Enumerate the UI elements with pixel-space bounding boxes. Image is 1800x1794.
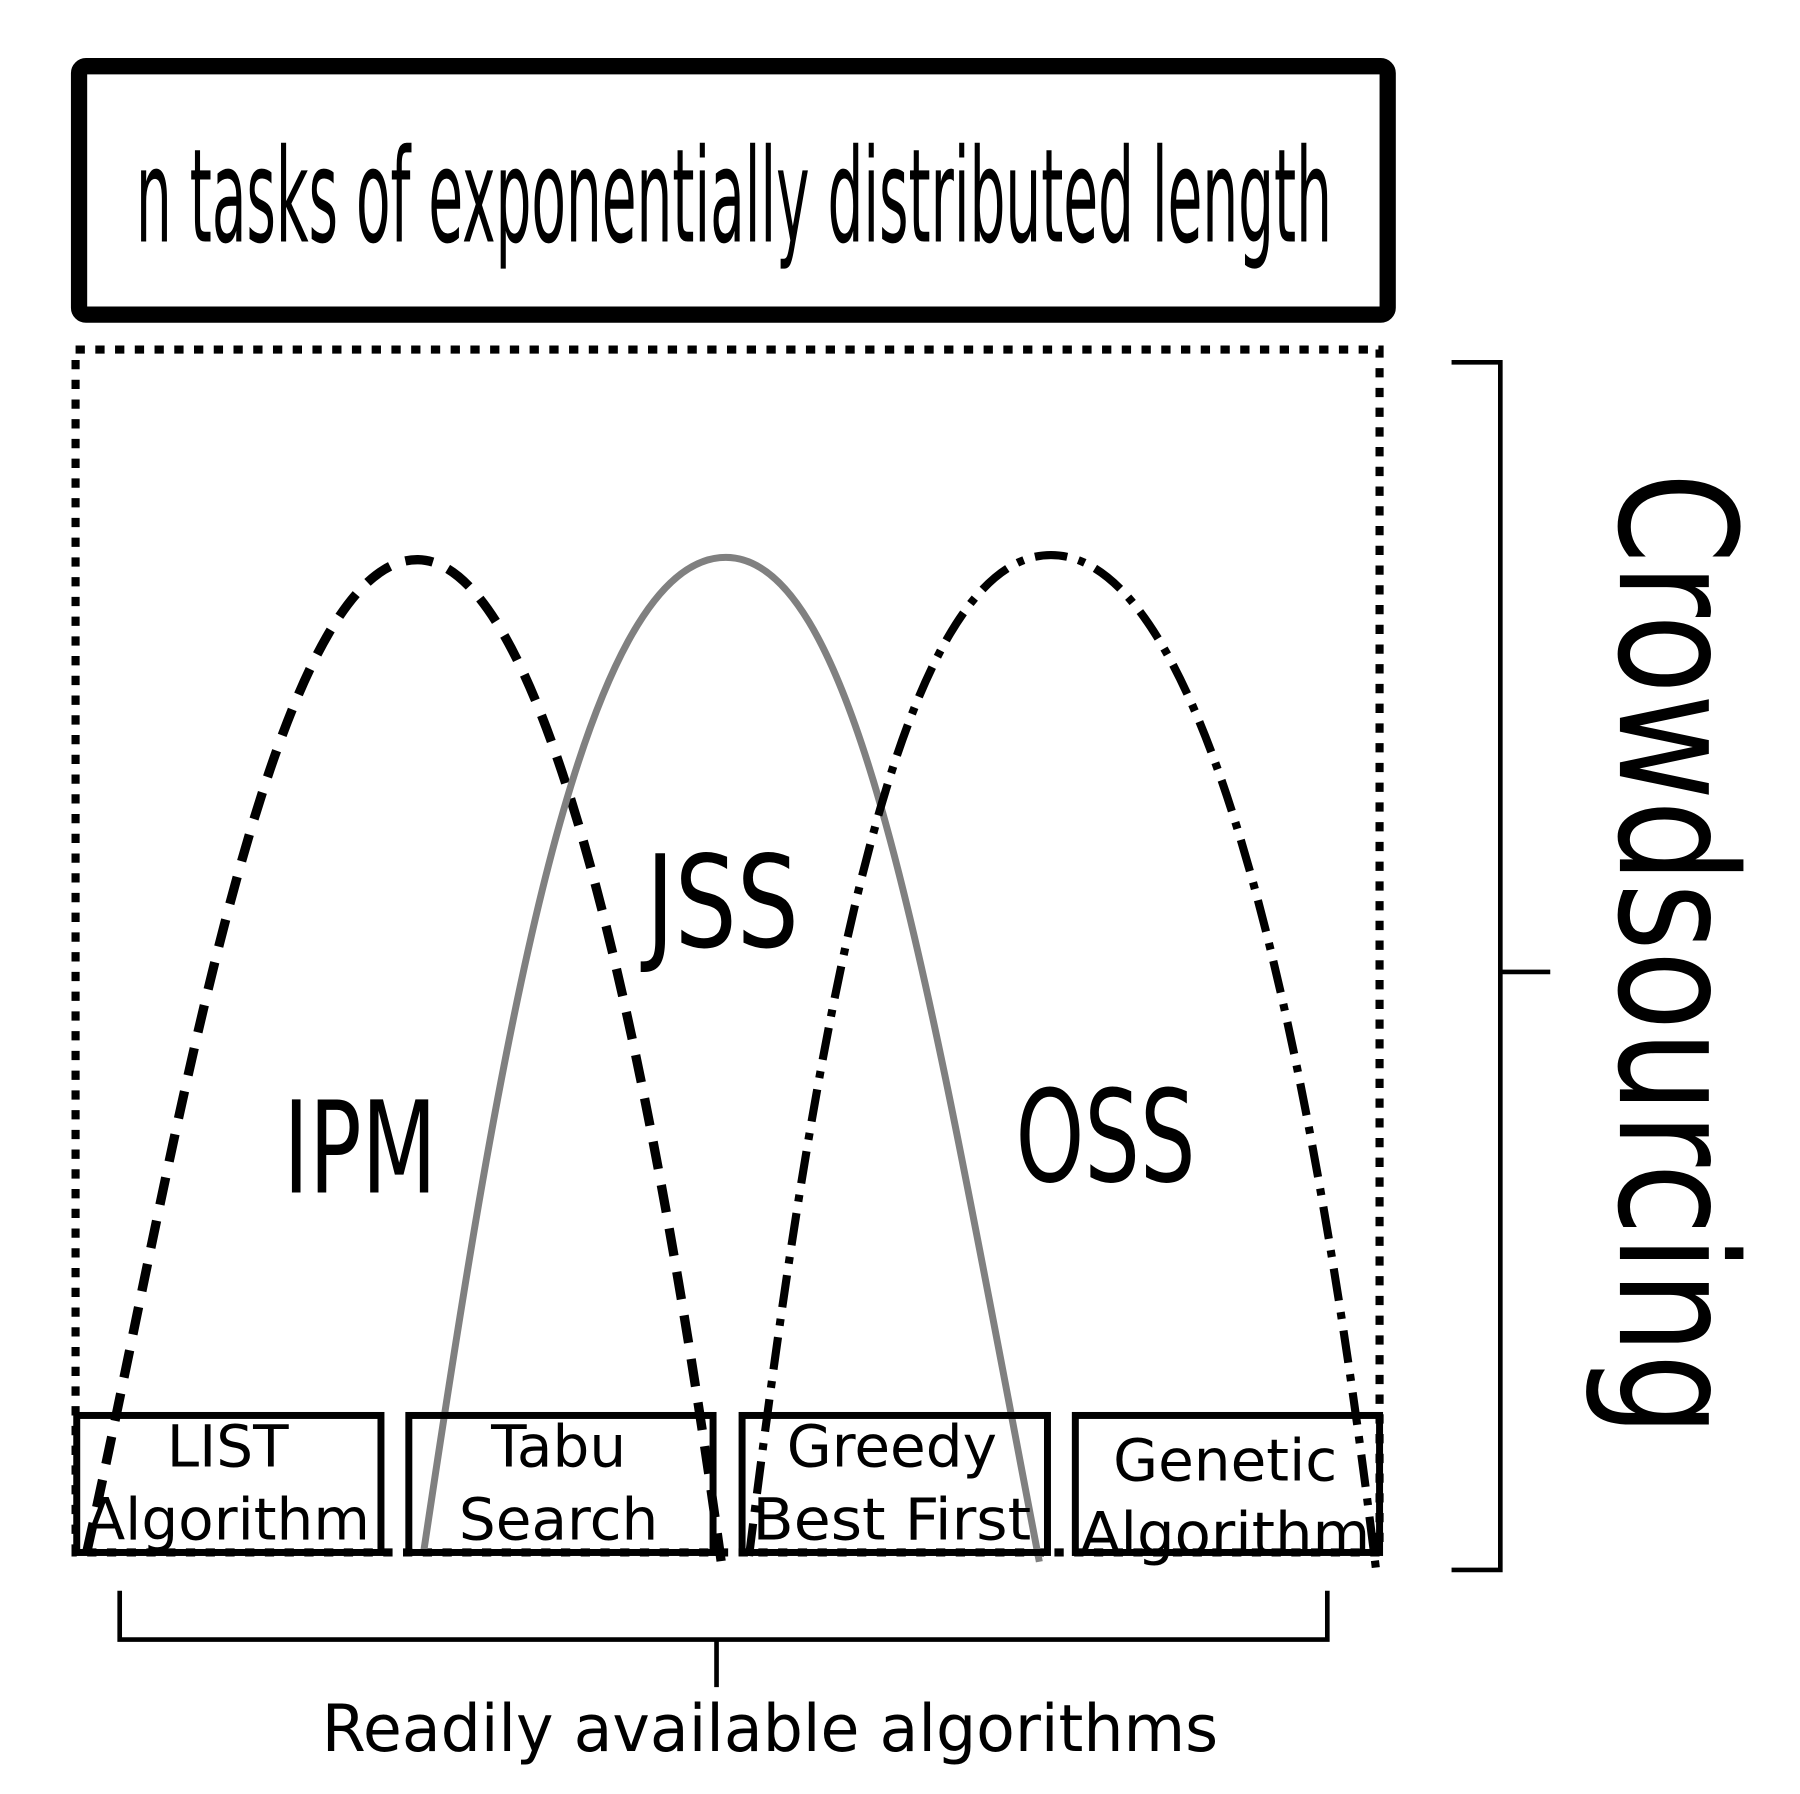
crowdsourcing-region (71, 345, 1384, 1557)
algorithm-box-list: LIST Algorithm (73, 1411, 385, 1556)
algorithm-line2: Best First (753, 1486, 1032, 1554)
jss-label: JSS (640, 828, 799, 977)
algorithm-box-greedy: Greedy Best First (738, 1411, 1051, 1556)
algorithm-line1: Greedy (787, 1413, 997, 1481)
algorithms-bracket (117, 1590, 1330, 1688)
title-box (70, 58, 1396, 323)
algorithm-box-tabu: Tabu Search (405, 1411, 717, 1556)
algorithm-line1: LIST (167, 1413, 289, 1481)
algorithm-line2: Search (459, 1486, 658, 1554)
crowdsourcing-bracket (1451, 359, 1551, 1573)
oss-curve (745, 550, 1381, 1571)
crowdsourcing-label: Crowdsourcing (1581, 473, 1770, 1437)
algorithm-line1: Genetic (1113, 1426, 1337, 1494)
algorithm-line2: Algorithm (85, 1486, 369, 1554)
jss-curve (420, 553, 1043, 1563)
ipm-curve (82, 555, 727, 1571)
title-text: n tasks of exponentially distributed len… (136, 121, 1332, 273)
ipm-label: IPM (283, 1075, 436, 1224)
algorithms-label: Readily available algorithms (322, 1692, 1218, 1767)
algorithm-line2: Algorithm (1080, 1500, 1370, 1568)
algorithm-box-genetic: Genetic Algorithm (1071, 1411, 1384, 1568)
oss-label: OSS (1016, 1063, 1196, 1212)
algorithm-line1: Tabu (490, 1413, 626, 1481)
